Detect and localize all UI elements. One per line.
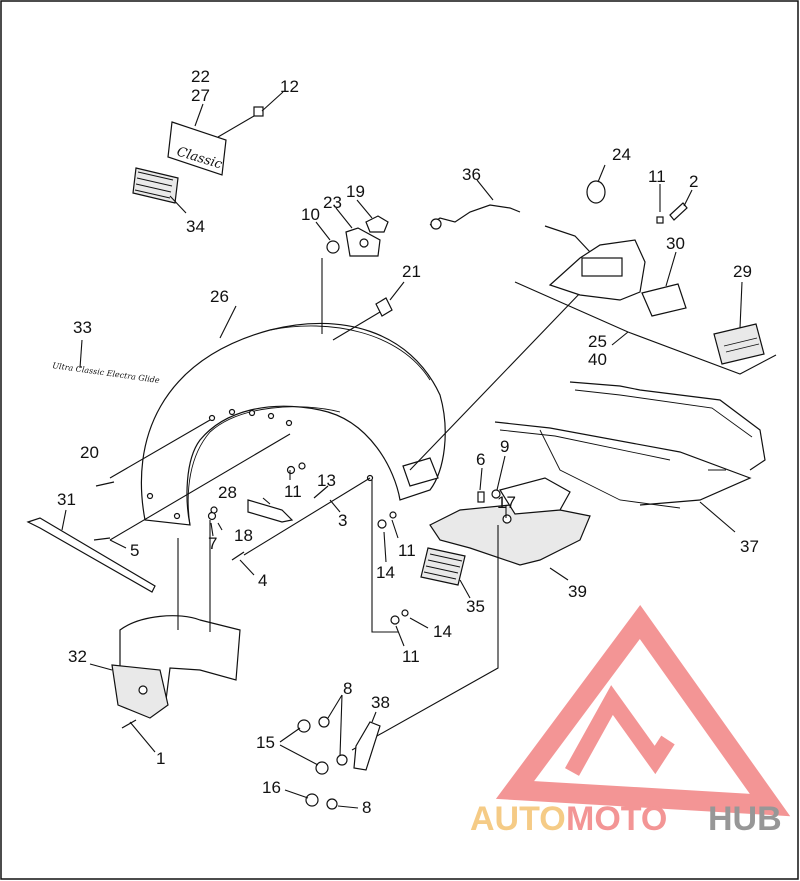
callout-22: 22 <box>191 67 210 86</box>
callout-7: 7 <box>208 534 217 553</box>
callout-8-upper: 8 <box>343 679 352 698</box>
callout-32: 32 <box>68 647 87 666</box>
callout-21: 21 <box>402 262 421 281</box>
callout-labels: 1 2 3 4 5 6 7 8 8 9 10 11 11 11 11 12 13… <box>57 67 759 817</box>
callout-30: 30 <box>666 234 685 253</box>
watermark-triangle <box>495 604 791 817</box>
callout-12: 12 <box>280 77 299 96</box>
callout-6: 6 <box>476 450 485 469</box>
watermark-m-mark <box>565 685 675 776</box>
callout-2: 2 <box>689 172 698 191</box>
lower-bracket-hardware <box>279 694 381 810</box>
luggage-rack <box>494 381 766 533</box>
watermark-auto: AUTO <box>470 800 566 838</box>
callout-33: 33 <box>73 318 92 337</box>
callout-11-fender: 11 <box>284 482 302 501</box>
callout-38: 38 <box>371 693 390 712</box>
callout-11-low: 11 <box>402 647 420 666</box>
callout-5: 5 <box>130 541 139 560</box>
callout-19: 19 <box>346 182 365 201</box>
callout-40: 40 <box>588 350 607 369</box>
callout-11-mid: 11 <box>398 541 416 560</box>
callout-15: 15 <box>256 733 275 752</box>
callout-14-low: 14 <box>433 622 452 641</box>
classic-emblem <box>167 121 227 176</box>
callout-13: 13 <box>317 471 336 490</box>
emblem-clip <box>253 106 264 117</box>
classic-emblem-assembly: Classic <box>132 91 284 214</box>
callout-11-lamp: 11 <box>648 167 666 186</box>
callout-16: 16 <box>262 778 281 797</box>
fender-support-rod <box>26 509 156 593</box>
watermark-hub: HUB <box>708 800 782 838</box>
callout-20: 20 <box>80 443 99 462</box>
mud-flap-assembly <box>89 520 241 753</box>
callout-37: 37 <box>740 537 759 556</box>
rear-fender <box>140 258 584 526</box>
fender-nameplate: Ultra Classic Electra Glide <box>52 339 161 385</box>
callout-31: 31 <box>57 490 76 509</box>
rack-base-assembly <box>351 455 591 751</box>
callout-23: 23 <box>323 193 342 212</box>
callout-27: 27 <box>191 86 210 105</box>
nameplate-script: Ultra Classic Electra Glide <box>52 361 161 385</box>
callout-17: 17 <box>497 493 516 512</box>
callout-24: 24 <box>612 145 631 164</box>
callout-29: 29 <box>733 262 752 281</box>
callout-8-lower: 8 <box>362 798 371 817</box>
callout-34: 34 <box>186 217 205 236</box>
seat-mount-hardware <box>315 199 405 341</box>
callout-4: 4 <box>258 571 267 590</box>
tail-lamp-assembly <box>429 164 777 375</box>
callout-14-mid: 14 <box>376 563 395 582</box>
callout-9: 9 <box>500 437 509 456</box>
callout-36: 36 <box>462 165 481 184</box>
callout-26: 26 <box>210 287 229 306</box>
fender-side-hardware <box>93 419 429 647</box>
watermark-logo: AUTO MOTO HUB <box>470 604 791 838</box>
callout-25: 25 <box>588 332 607 351</box>
callout-10: 10 <box>301 205 320 224</box>
callout-39: 39 <box>568 582 587 601</box>
callout-35: 35 <box>466 597 485 616</box>
rear-reflector-small <box>132 167 179 204</box>
callout-3: 3 <box>338 511 347 530</box>
callout-18: 18 <box>234 526 253 545</box>
callout-28: 28 <box>218 483 237 502</box>
watermark-moto: MOTO <box>566 800 667 838</box>
callout-1: 1 <box>156 749 165 768</box>
